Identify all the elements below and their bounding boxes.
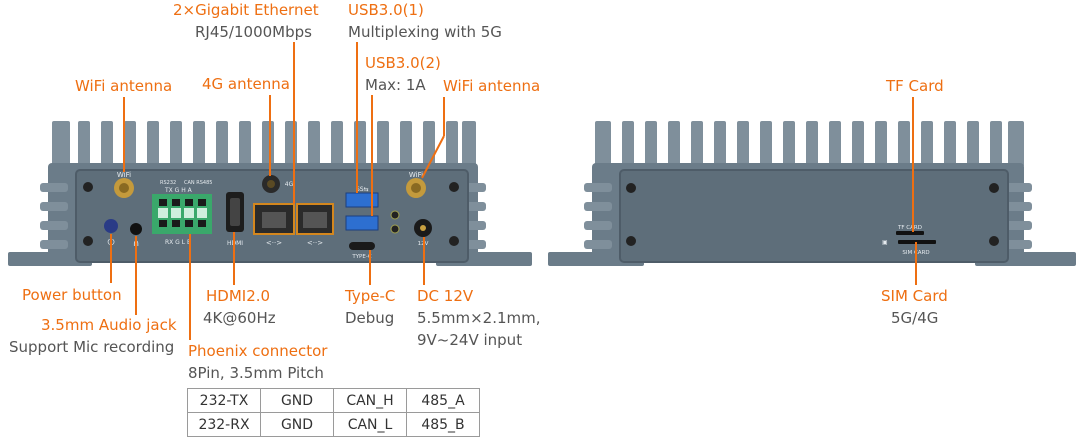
usb2-label: USB3.0(2) (365, 54, 441, 72)
table-cell: 485_A (406, 388, 480, 413)
panel-rs232: RS232 (160, 180, 176, 186)
dc-sub-1: 5.5mm×2.1mm, (417, 309, 541, 327)
panel-hdmi: HDMI (227, 240, 243, 247)
headphone-icon: ∩ (133, 239, 140, 249)
wifi-left-label: WiFi antenna (75, 77, 173, 95)
typec-sub: Debug (345, 309, 395, 327)
panel-tf-card: TF CARD (897, 225, 922, 231)
panel-4g: 4G (285, 181, 294, 188)
dc-label: DC 12V (417, 287, 474, 305)
table-cell: 232-TX (187, 388, 261, 413)
usb1-sub: Multiplexing with 5G (348, 23, 502, 41)
antenna-4g-connector (262, 175, 280, 193)
sim-card-slot-shape[interactable] (898, 240, 936, 244)
back-case (592, 163, 1024, 263)
panel-tx-g-h-a: TX G H A (164, 187, 193, 194)
phoenix-label: Phoenix connector (188, 342, 328, 360)
audio-jack-shape[interactable] (130, 223, 142, 235)
phoenix-pin-table: 232-TX GND CAN_H 485_A 232-RX GND CAN_L … (187, 388, 480, 437)
front-top-fins (52, 121, 476, 167)
ethernet-ports-shape[interactable] (253, 203, 334, 235)
sim-tray-icon: ▣ (882, 239, 888, 246)
back-top-fins (595, 121, 1024, 167)
panel-can-rs485: CAN RS485 (184, 180, 212, 186)
wifi-right-label: WiFi antenna (443, 77, 541, 95)
panel-dc-12v: 12V (418, 241, 429, 247)
table-cell: CAN_H (333, 388, 407, 413)
usb-ports-shape[interactable] (345, 192, 379, 231)
ethernet-label: 2×Gigabit Ethernet (173, 1, 319, 19)
back-panel (619, 169, 1009, 263)
dc-jack-shape[interactable] (414, 219, 432, 237)
status-led-icons (390, 210, 400, 234)
sim-card-label: SIM Card (881, 287, 948, 305)
ethernet-2-arrow-icon: <··> (307, 239, 323, 247)
front-screws (83, 182, 459, 246)
panel-rx-g-l-b: RX G L B (165, 239, 191, 246)
back-screws (626, 183, 999, 246)
typec-label: Type-C (345, 287, 396, 305)
table-cell: GND (260, 388, 334, 413)
audio-jack-sub: Support Mic recording (9, 338, 175, 356)
table-cell: CAN_L (333, 412, 407, 437)
phoenix-sub: 8Pin, 3.5mm Pitch (188, 364, 324, 382)
hdmi-port-shape[interactable] (226, 192, 244, 232)
front-device: WiFi ⏻ ∩ RS232 CAN RS485 TX G H A RX G L… (8, 121, 532, 266)
wifi-antenna-right-connector (406, 178, 426, 198)
audio-jack-label: 3.5mm Audio jack (41, 316, 177, 334)
table-cell: 232-RX (187, 412, 261, 437)
hdmi-sub: 4K@60Hz (203, 309, 276, 327)
power-icon: ⏻ (107, 237, 114, 248)
table-cell: GND (260, 412, 334, 437)
type-c-port-shape[interactable] (349, 242, 375, 250)
ethernet-sub: RJ45/1000Mbps (195, 23, 312, 41)
antenna-4g-label: 4G antenna (202, 75, 290, 93)
dc-sub-2: 9V~24V input (417, 331, 523, 349)
tf-card-slot-shape[interactable] (896, 231, 924, 235)
panel-wifi-left: WiFi (117, 171, 131, 179)
sim-card-sub: 5G/4G (891, 309, 939, 327)
panel-type-c: TYPE-C (351, 254, 371, 260)
panel-ss-usb: SS⇆ (356, 186, 369, 193)
power-button-label: Power button (22, 286, 122, 304)
panel-sim-card: SIM CARD (902, 250, 929, 256)
usb2-sub: Max: 1A (365, 76, 426, 94)
usb1-label: USB3.0(1) (348, 1, 424, 19)
table-row: 232-RX GND CAN_L 485_B (187, 412, 480, 437)
power-button-shape[interactable] (104, 219, 118, 233)
back-side-fins (548, 183, 1076, 266)
wifi-antenna-left-connector (114, 178, 134, 198)
phoenix-connector-shape[interactable] (152, 194, 212, 234)
tf-card-label: TF Card (886, 77, 944, 95)
table-row: 232-TX GND CAN_H 485_A (187, 388, 480, 413)
hdmi-label: HDMI2.0 (206, 287, 271, 305)
panel-wifi-right: WiFi (409, 171, 423, 179)
ethernet-1-arrow-icon: <··> (266, 239, 282, 247)
table-cell: 485_B (406, 412, 480, 437)
